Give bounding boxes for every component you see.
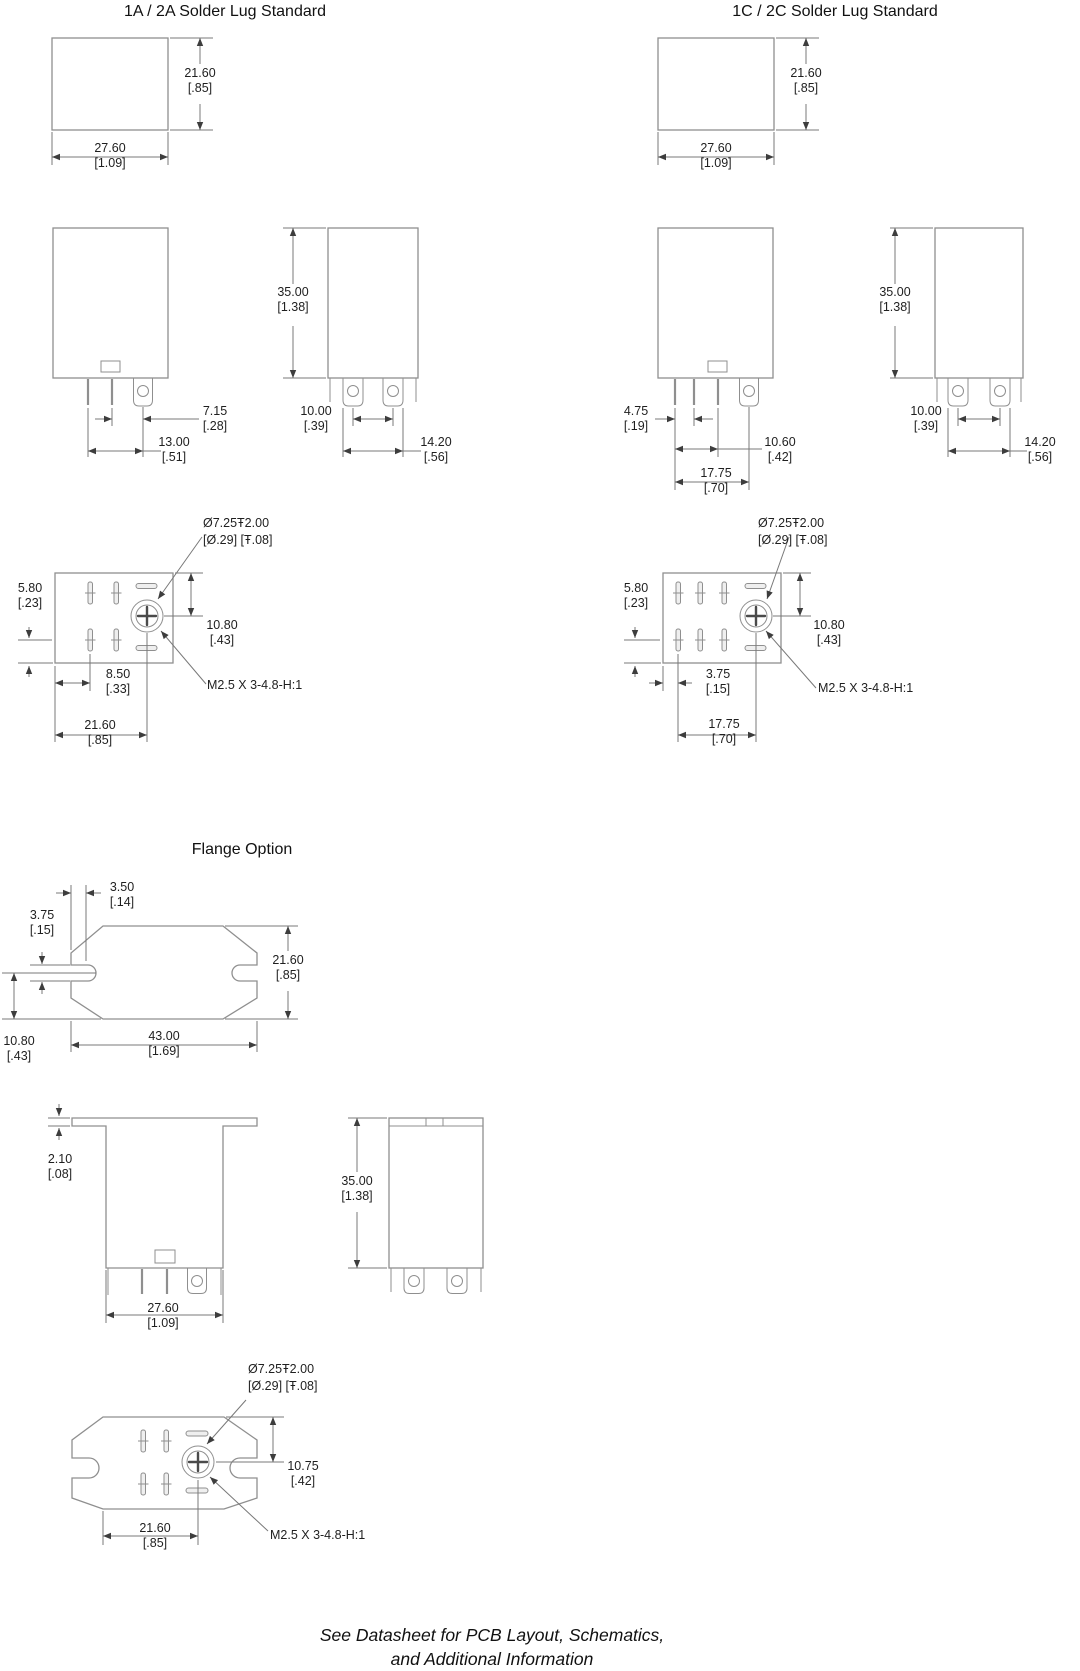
dim-1a2a-side-height: 35.00[1.38] [277, 285, 309, 314]
dim-1c2c-bottom-hole-offset: 10.80[.43] [813, 618, 845, 647]
dim-1a2a-top-width: 27.60[1.09] [94, 141, 126, 170]
dim-1c2c-front-pin-span: 17.75[.70] [700, 466, 732, 495]
dim-flange-top-height: 21.60[.85] [272, 953, 304, 982]
footer-note-line1: See Datasheet for PCB Layout, Schematics… [319, 1625, 665, 1645]
solder-1c2c-side-view [890, 227, 1027, 457]
dim-flange-notch-offset: 10.80[.43] [3, 1034, 35, 1063]
note-flange-hole: Ø7.25Ŧ2.00[Ø.29] [Ŧ.08] [248, 1362, 318, 1393]
dim-flange-plate-thickness: 2.10[.08] [47, 1152, 73, 1181]
solder-1a2a-front-view [52, 227, 199, 457]
dim-1c2c-bottom-edge: 5.80[.23] [623, 581, 649, 610]
dim-flange-bottom-hole-span: 21.60[.85] [139, 1521, 171, 1550]
solder-1a2a-bottom-view [18, 536, 207, 742]
flange-bottom-view [71, 1399, 284, 1545]
dim-1a2a-front-pin-span: 13.00[.51] [158, 435, 190, 464]
dim-1c2c-side-lug-pitch: 10.00[.39] [910, 404, 942, 433]
dim-flange-bottom-hole-offset: 10.75[.42] [287, 1459, 319, 1488]
dim-1a2a-side-lug-pitch: 10.00[.39] [300, 404, 332, 433]
dim-flange-front-width: 27.60[1.09] [147, 1301, 179, 1330]
dim-flange-notch-height: 3.75[.15] [29, 908, 55, 937]
flange-side-view [348, 1117, 484, 1294]
dim-1a2a-front-pin-offset: 7.15[.28] [202, 404, 228, 433]
dim-1c2c-top-height: 21.60[.85] [790, 66, 822, 95]
solder-1c2c-front-view [655, 227, 774, 490]
dim-1a2a-bottom-hole-span: 21.60[.85] [84, 718, 116, 747]
dim-1c2c-side-height: 35.00[1.38] [879, 285, 911, 314]
note-1c2c-thread: M2.5 X 3-4.8-H:1 [818, 681, 914, 695]
dim-flange-notch-width: 3.50[.14] [109, 880, 135, 909]
note-1a2a-thread: M2.5 X 3-4.8-H:1 [207, 678, 303, 692]
dim-flange-top-width: 43.00[1.69] [148, 1029, 180, 1058]
dim-1a2a-side-lug-span: 14.20[.56] [420, 435, 452, 464]
flange-top-view [2, 885, 298, 1052]
dim-1a2a-bottom-edge: 5.80[.23] [17, 581, 43, 610]
solder-1c2c-bottom-view [624, 536, 817, 742]
section-title-1c2c: 1C / 2C Solder Lug Standard [732, 3, 938, 20]
dim-1c2c-top-width: 27.60[1.09] [700, 141, 732, 170]
dim-1a2a-bottom-hole-offset: 10.80[.43] [206, 618, 238, 647]
solder-1a2a-side-view [283, 227, 421, 457]
dim-flange-side-height: 35.00[1.38] [341, 1174, 373, 1203]
section-title-flange: Flange Option [191, 841, 293, 858]
section-title-1a2a: 1A / 2A Solder Lug Standard [124, 3, 326, 20]
dim-1c2c-side-lug-span: 14.20[.56] [1024, 435, 1056, 464]
dim-1c2c-bottom-hole-span: 17.75[.70] [708, 717, 740, 746]
note-1a2a-hole: Ø7.25Ŧ2.00[Ø.29] [Ŧ.08] [203, 516, 273, 547]
dim-1a2a-top-height: 21.60[.85] [184, 66, 216, 95]
solder-1a2a-top-view [51, 37, 213, 165]
footer-note-line2: and Additional Information [390, 1649, 594, 1669]
note-flange-thread: M2.5 X 3-4.8-H:1 [270, 1528, 366, 1542]
dim-1c2c-front-pin-pitch: 4.75[.19] [623, 404, 649, 433]
dim-1c2c-bottom-pin-offset: 3.75[.15] [705, 667, 731, 696]
dim-1c2c-front-mid-span: 10.60[.42] [764, 435, 796, 464]
note-1c2c-hole: Ø7.25Ŧ2.00[Ø.29] [Ŧ.08] [758, 516, 828, 547]
dim-1a2a-bottom-pin-offset: 8.50[.33] [105, 667, 131, 696]
solder-1c2c-top-view [657, 37, 819, 165]
flange-front-view [48, 1104, 258, 1323]
